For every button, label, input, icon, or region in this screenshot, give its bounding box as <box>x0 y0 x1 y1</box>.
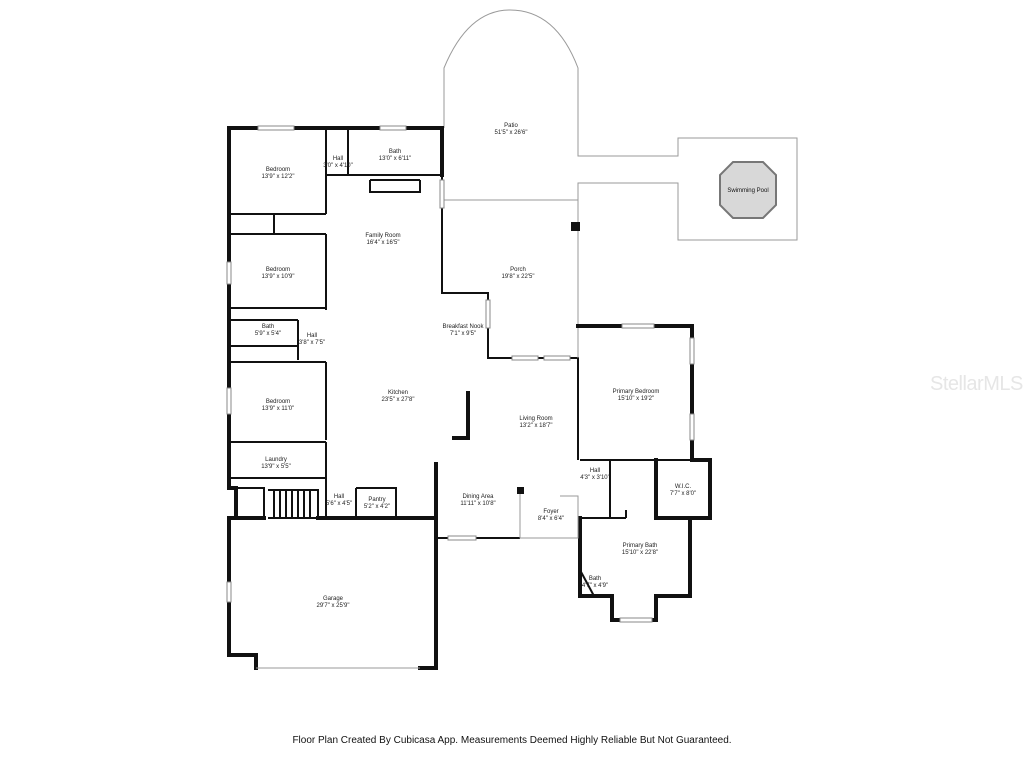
room-label-primary-bath: Primary Bath <box>623 543 658 549</box>
room-label-hall-2: Hall <box>307 333 317 339</box>
primary-bath-walls <box>578 516 692 622</box>
stairs <box>268 489 319 519</box>
window <box>485 299 491 329</box>
window <box>511 355 539 361</box>
room-dims-patio: 51'5" x 26'6" <box>495 130 528 136</box>
window <box>226 261 232 285</box>
dining-walls <box>435 464 520 539</box>
room-label-bath-2: Bath <box>262 324 274 330</box>
garage-top-wall <box>227 516 438 542</box>
room-dims-hall-3: 4'3" x 3'10" <box>580 475 610 481</box>
room-dims-primary-bath: 15'10" x 22'8" <box>622 550 658 556</box>
room-dims-hall-4: 5'6" x 4'5" <box>326 501 352 507</box>
window <box>379 125 407 131</box>
porch-post <box>571 222 580 231</box>
window <box>621 323 655 329</box>
window <box>689 337 695 365</box>
window <box>689 413 695 441</box>
window <box>439 179 445 209</box>
room-dims-bath-3: 4'7" x 4'9" <box>582 583 608 589</box>
room-dims-kitchen: 23'5" x 27'8" <box>382 397 415 403</box>
exterior-wall-garage-east <box>418 462 438 670</box>
foyer-post <box>517 487 524 494</box>
patio-outline <box>443 9 798 328</box>
room-dims-breakfast-nook: 7'1" x 9'5" <box>450 331 476 337</box>
window <box>257 125 295 131</box>
porch-outline <box>444 199 579 358</box>
room-label-pantry: Pantry <box>368 497 385 503</box>
room-dims-bath-1: 13'0" x 6'11" <box>379 156 411 162</box>
room-label-bath-3: Bath <box>589 576 601 582</box>
room-dims-primary-bedroom: 15'10" x 19'2" <box>618 396 654 402</box>
exterior-wall-west <box>227 126 258 670</box>
room-label-living-room: Living Room <box>519 416 552 422</box>
room-dims-bedroom-3: 13'9" x 11'0" <box>262 406 294 412</box>
room-dims-dining-area: 11'11" x 10'8" <box>460 501 495 507</box>
room-label-hall-4: Hall <box>334 494 344 500</box>
room-dims-porch: 19'8" x 22'5" <box>502 274 535 280</box>
room-label-garage: Garage <box>323 596 344 602</box>
window <box>543 355 571 361</box>
hall-bath-walls <box>326 130 442 193</box>
room-label-patio: Patio <box>504 123 518 129</box>
floor-plan-footer-note: Floor Plan Created By Cubicasa App. Meas… <box>292 735 732 746</box>
room-label-hall-1: Hall <box>333 156 343 162</box>
room-dims-foyer: 8'4" x 6'4" <box>538 516 564 522</box>
room-label-bedroom-1: Bedroom <box>266 167 290 173</box>
room-label-porch: Porch <box>510 267 526 273</box>
room-dims-living-room: 13'2" x 18'7" <box>520 423 553 429</box>
room-dims-laundry: 13'9" x 5'5" <box>261 464 291 470</box>
room-label-wic: W.I.C. <box>675 484 692 490</box>
room-dims-wic: 7'7" x 8'0" <box>670 491 696 497</box>
room-label-primary-bedroom: Primary Bedroom <box>613 389 660 395</box>
room-label-kitchen: Kitchen <box>388 390 408 396</box>
room-dims-hall-1: 3'0" x 4'10" <box>323 163 353 169</box>
room-labels: Patio 51'5" x 26'6" Bedroom 13'9" x 12'2… <box>255 123 696 609</box>
room-dims-hall-2: 3'8" x 7'5" <box>299 340 325 346</box>
room-label-dining-area: Dining Area <box>462 494 494 500</box>
window <box>226 387 232 415</box>
room-label-breakfast-nook: Breakfast Nook <box>442 324 484 330</box>
room-dims-bedroom-2: 13'9" x 10'9" <box>262 274 295 280</box>
exterior-wall-north <box>227 126 444 177</box>
left-wing-walls <box>229 130 397 519</box>
room-dims-pantry: 5'2" x 4'2" <box>364 504 390 510</box>
room-label-bath-1: Bath <box>389 149 401 155</box>
family-room-east-wall <box>441 175 579 460</box>
room-label-laundry: Laundry <box>265 457 287 463</box>
window <box>447 535 477 541</box>
stellarmls-watermark: StellarMLS <box>930 373 1023 395</box>
swimming-pool-label: Swimming Pool <box>727 188 768 194</box>
room-dims-bedroom-1: 13'9" x 12'2" <box>262 174 295 180</box>
room-dims-bath-2: 5'9" x 5'4" <box>255 331 281 337</box>
room-label-bedroom-3: Bedroom <box>266 399 290 405</box>
room-dims-garage: 29'7" x 25'9" <box>317 603 350 609</box>
room-label-foyer: Foyer <box>543 509 558 515</box>
window <box>226 581 232 603</box>
room-dims-family-room: 16'4" x 16'5" <box>367 240 400 246</box>
foyer-walls <box>519 490 579 539</box>
window <box>619 617 653 623</box>
primary-inner-walls <box>580 459 692 519</box>
room-label-bedroom-2: Bedroom <box>266 267 290 273</box>
kitchen-island <box>452 391 470 440</box>
room-label-hall-3: Hall <box>590 468 600 474</box>
primary-bedroom-walls <box>576 324 712 520</box>
swimming-pool-shape <box>719 161 777 219</box>
room-label-family-room: Family Room <box>365 233 400 239</box>
bath-3-walls <box>579 569 595 597</box>
